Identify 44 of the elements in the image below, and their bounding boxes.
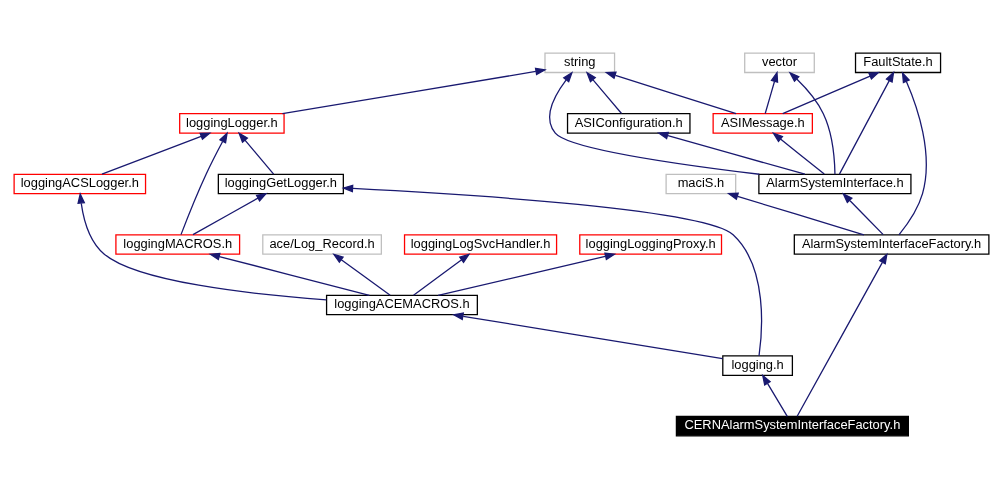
node-box: logging.h <box>722 354 794 376</box>
node-box: loggingGetLogger.h <box>217 173 344 194</box>
arrow <box>341 183 763 356</box>
node-box: FaultState.h <box>854 52 942 73</box>
node-box: CERNAlarmSystemInterfaceFactory.h <box>675 415 909 436</box>
node-box: loggingLogger.h <box>179 112 285 134</box>
arrow <box>782 71 881 114</box>
arrow <box>604 71 737 114</box>
arrow <box>281 67 547 114</box>
arrow <box>192 192 268 235</box>
arrow <box>101 131 212 175</box>
arrow <box>656 131 806 175</box>
node-box: loggingLoggingProxy.h <box>579 233 723 255</box>
arrow <box>208 252 370 296</box>
arrow <box>838 70 895 175</box>
arrow <box>437 251 617 296</box>
arrow <box>412 252 471 296</box>
node-box: loggingACEMACROS.h <box>325 294 478 315</box>
arrow <box>77 191 327 300</box>
node-box: vector <box>744 52 815 73</box>
arrow <box>585 70 623 114</box>
node-box: AlarmSystemInterfaceFactory.h <box>793 233 990 255</box>
node-box: loggingMACROS.h <box>115 233 241 255</box>
arrow <box>788 70 836 175</box>
arrow <box>451 311 724 359</box>
node-box: ASIConfiguration.h <box>566 112 691 134</box>
node-box: maciS.h <box>665 173 737 194</box>
node-box: ASIMessage.h <box>712 112 813 134</box>
node-box: ace/Log_Record.h <box>262 233 382 255</box>
arrow <box>332 252 391 296</box>
arrow <box>180 131 228 235</box>
arrow <box>549 70 760 175</box>
arrow <box>841 191 884 235</box>
arrow <box>764 70 779 114</box>
node-box: AlarmSystemInterface.h <box>758 173 912 194</box>
arrow <box>898 70 927 235</box>
arrow <box>237 131 275 175</box>
arrow <box>761 373 788 417</box>
arrow <box>726 192 865 235</box>
arrow <box>771 131 825 175</box>
arrow <box>796 252 888 417</box>
node-box: loggingACSLogger.h <box>13 173 147 194</box>
node-box: loggingLogSvcHandler.h <box>403 233 558 255</box>
node-box: string <box>544 52 616 73</box>
